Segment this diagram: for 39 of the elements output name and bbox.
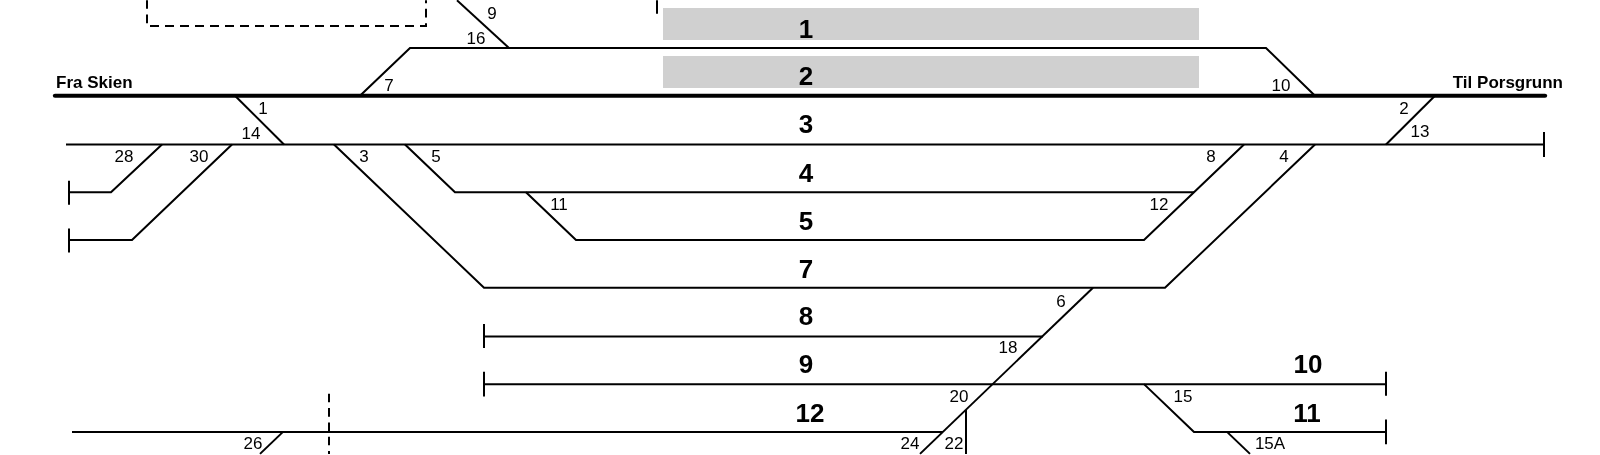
switch-number: 1 [258,99,268,117]
switch-number: 7 [384,76,394,94]
track-number: 5 [798,207,814,234]
switch-number: 18 [998,338,1018,356]
switch-number: 15 [1173,387,1193,405]
track-number: 4 [798,160,814,187]
switch-number: 6 [1056,292,1066,310]
switch-number: 14 [241,124,261,142]
switch-number: 4 [1279,147,1289,165]
switch-number: 12 [1149,195,1169,213]
platform [663,8,1199,41]
track-number: 3 [798,111,814,138]
switch-number: 11 [550,195,568,213]
platform-number: 1 [798,16,814,43]
switch-number: 28 [114,147,134,165]
switch-number: 30 [189,147,209,165]
platform [663,55,1199,89]
track-number: 7 [798,255,814,282]
switch-number: 22 [944,434,964,452]
track-number: 9 [798,351,814,378]
track-number: 10 [1293,351,1323,378]
platform-number: 2 [798,62,814,89]
switch-number: 8 [1206,147,1216,165]
track-number: 8 [798,303,814,330]
switch-number: 15A [1254,434,1286,452]
direction-label: Til Porsgrunn [1452,73,1563,91]
track-number: 12 [795,399,825,426]
track-number: 11 [1293,399,1321,426]
switch-number: 16 [466,29,486,46]
switch-number: 24 [900,434,920,452]
switch-number: 2 [1399,99,1409,117]
switch-number: 26 [243,434,263,452]
switch-number: 9 [487,4,497,22]
direction-label: Fra Skien [56,73,133,91]
switch-number: 5 [431,147,441,165]
switch-number: 10 [1271,76,1291,94]
switch-number: 20 [949,387,969,405]
switch-number: 13 [1410,122,1430,140]
switch-number: 3 [359,147,369,165]
